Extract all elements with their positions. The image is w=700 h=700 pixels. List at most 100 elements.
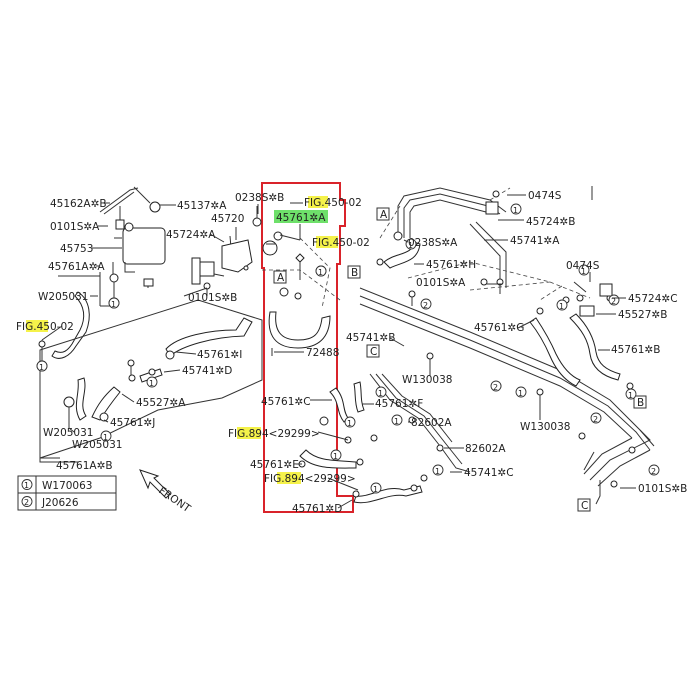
label-82602A-b[interactable]: 82602A — [465, 443, 506, 455]
hose-45761-J[interactable] — [91, 386, 121, 421]
label-82602A-a[interactable]: 82602A — [411, 417, 452, 429]
label-45761-A-selected[interactable]: 45761✲A — [276, 212, 326, 224]
label-W205031-c[interactable]: W205031 — [72, 439, 122, 451]
label-0474S-right[interactable]: 0474S — [566, 260, 600, 272]
svg-text:1: 1 — [111, 300, 116, 309]
svg-text:1: 1 — [559, 302, 564, 311]
label-45761A-A[interactable]: 45761A✲A — [48, 261, 105, 273]
label-45162A-B[interactable]: 45162A✲B — [50, 198, 107, 210]
svg-text:1: 1 — [149, 379, 154, 388]
svg-text:1: 1 — [628, 391, 633, 400]
hose-45761-B[interactable] — [569, 313, 621, 381]
hose-45761-E[interactable] — [299, 449, 357, 469]
front-arrow: FRONT — [139, 469, 193, 516]
svg-text:2: 2 — [611, 297, 616, 306]
legend-num-1: 1 — [24, 481, 29, 490]
label-W130038-b[interactable]: W130038 — [520, 421, 570, 433]
label-45527-B[interactable]: 45527✲B — [618, 309, 667, 321]
selected-part-highlight — [274, 210, 328, 223]
label-0101S-B2[interactable]: 0101S✲B — [638, 483, 687, 495]
hose-45761-G[interactable] — [529, 317, 581, 387]
label-fig894-a[interactable]: FIG.894<29299> — [228, 428, 320, 440]
label-45761-C[interactable]: 45761✲C — [261, 396, 311, 408]
left-hose-group — [36, 187, 263, 463]
svg-text:1: 1 — [394, 417, 399, 426]
svg-text:1: 1 — [518, 389, 523, 398]
fig450-top-highlight — [308, 196, 328, 208]
label-45741-A[interactable]: 45741✲A — [510, 235, 560, 247]
label-fig450-02-left[interactable]: FIG.450-02 — [16, 321, 74, 333]
label-0474S-top[interactable]: 0474S — [528, 190, 562, 202]
label-W130038-a[interactable]: W130038 — [402, 374, 452, 386]
reservoir-tank[interactable] — [122, 227, 166, 265]
ref-box-B-1: B — [351, 267, 358, 279]
label-45761-H[interactable]: 45761✲H — [426, 259, 476, 271]
svg-text:2: 2 — [593, 415, 598, 424]
fig894-a-highlight — [237, 427, 261, 439]
fig450-mid-highlight — [316, 236, 338, 248]
hose-45761A-A[interactable] — [51, 291, 90, 359]
svg-text:1: 1 — [39, 363, 44, 372]
legend-num-2: 2 — [24, 498, 29, 507]
hose-45761-C[interactable] — [329, 387, 349, 423]
legend-code-2: J20626 — [41, 497, 79, 509]
fig450-left-highlight — [26, 320, 48, 332]
label-45761-F[interactable]: 45761✲F — [375, 398, 423, 410]
svg-text:1: 1 — [103, 433, 108, 442]
hose-45527-A[interactable] — [75, 377, 87, 421]
label-45724-B[interactable]: 45724✲B — [526, 216, 575, 228]
hose-45761-H[interactable] — [383, 241, 421, 269]
label-0101S-A[interactable]: 0101S✲A — [50, 221, 100, 233]
label-W205031-a[interactable]: W205031 — [38, 291, 88, 303]
center-top-group — [133, 186, 262, 296]
legend-code-1: W170063 — [42, 480, 92, 492]
hose-45761-I[interactable] — [165, 317, 253, 357]
svg-text:1: 1 — [373, 485, 378, 494]
hose-45761-A[interactable] — [268, 311, 331, 349]
label-fig450-02-mid[interactable]: FIG.450-02 — [312, 237, 370, 249]
label-45761-B[interactable]: 45761✲B — [611, 344, 660, 356]
fig894-b-highlight — [277, 472, 301, 484]
label-45761-J[interactable]: 45761✲J — [110, 417, 155, 429]
label-45761A-B[interactable]: 45761A✲B — [56, 460, 113, 472]
label-0101S-B[interactable]: 0101S✲B — [188, 292, 237, 304]
label-fig894-b[interactable]: FIG.894<29299> — [264, 473, 356, 485]
label-45761-I[interactable]: 45761✲I — [197, 349, 242, 361]
hose-45761-D[interactable] — [353, 485, 423, 504]
label-45724-A[interactable]: 45724✲A — [166, 229, 216, 241]
label-45720[interactable]: 45720 — [211, 213, 244, 225]
label-45761-D[interactable]: 45761✲D — [292, 503, 342, 515]
svg-text:1: 1 — [408, 241, 413, 250]
svg-text:1: 1 — [378, 389, 383, 398]
legend: 1 W170063 2 J20626 — [17, 475, 117, 511]
hose-45761-F[interactable] — [353, 381, 365, 413]
svg-text:2: 2 — [423, 301, 428, 310]
label-45753[interactable]: 45753 — [60, 243, 93, 255]
label-0238S-B[interactable]: 0238S✲B — [235, 192, 284, 204]
ref-box-C-2: C — [581, 500, 588, 512]
label-45741-B[interactable]: 45741✲B — [346, 332, 395, 344]
label-0101S-A2[interactable]: 0101S✲A — [416, 277, 466, 289]
svg-text:1: 1 — [347, 419, 352, 428]
label-72488[interactable]: 72488 — [306, 347, 339, 359]
ref-box-A-2: A — [380, 209, 388, 221]
svg-text:1: 1 — [581, 267, 586, 276]
reference-markers: A A B B C C — [273, 207, 647, 512]
svg-text:1: 1 — [318, 268, 323, 277]
label-W205031-b[interactable]: W205031 — [43, 427, 93, 439]
label-45724-C[interactable]: 45724✲C — [628, 293, 678, 305]
label-0238S-A[interactable]: 0238S✲A — [408, 237, 458, 249]
front-label: FRONT — [156, 485, 193, 516]
selected-hose-assembly[interactable] — [262, 231, 341, 356]
selection-outline[interactable] — [261, 182, 354, 513]
ref-box-C-1: C — [370, 346, 377, 358]
label-45741-C[interactable]: 45741✲C — [464, 467, 514, 479]
label-45761-E[interactable]: 45761✲E — [250, 459, 299, 471]
label-45137-A[interactable]: 45137✲A — [177, 200, 227, 212]
label-45527-A[interactable]: 45527✲A — [136, 397, 186, 409]
label-fig450-02-top[interactable]: FIG.450-02 — [304, 197, 362, 209]
label-45741-D[interactable]: 45741✲D — [182, 365, 232, 377]
label-45761-G[interactable]: 45761✲G — [474, 322, 524, 334]
